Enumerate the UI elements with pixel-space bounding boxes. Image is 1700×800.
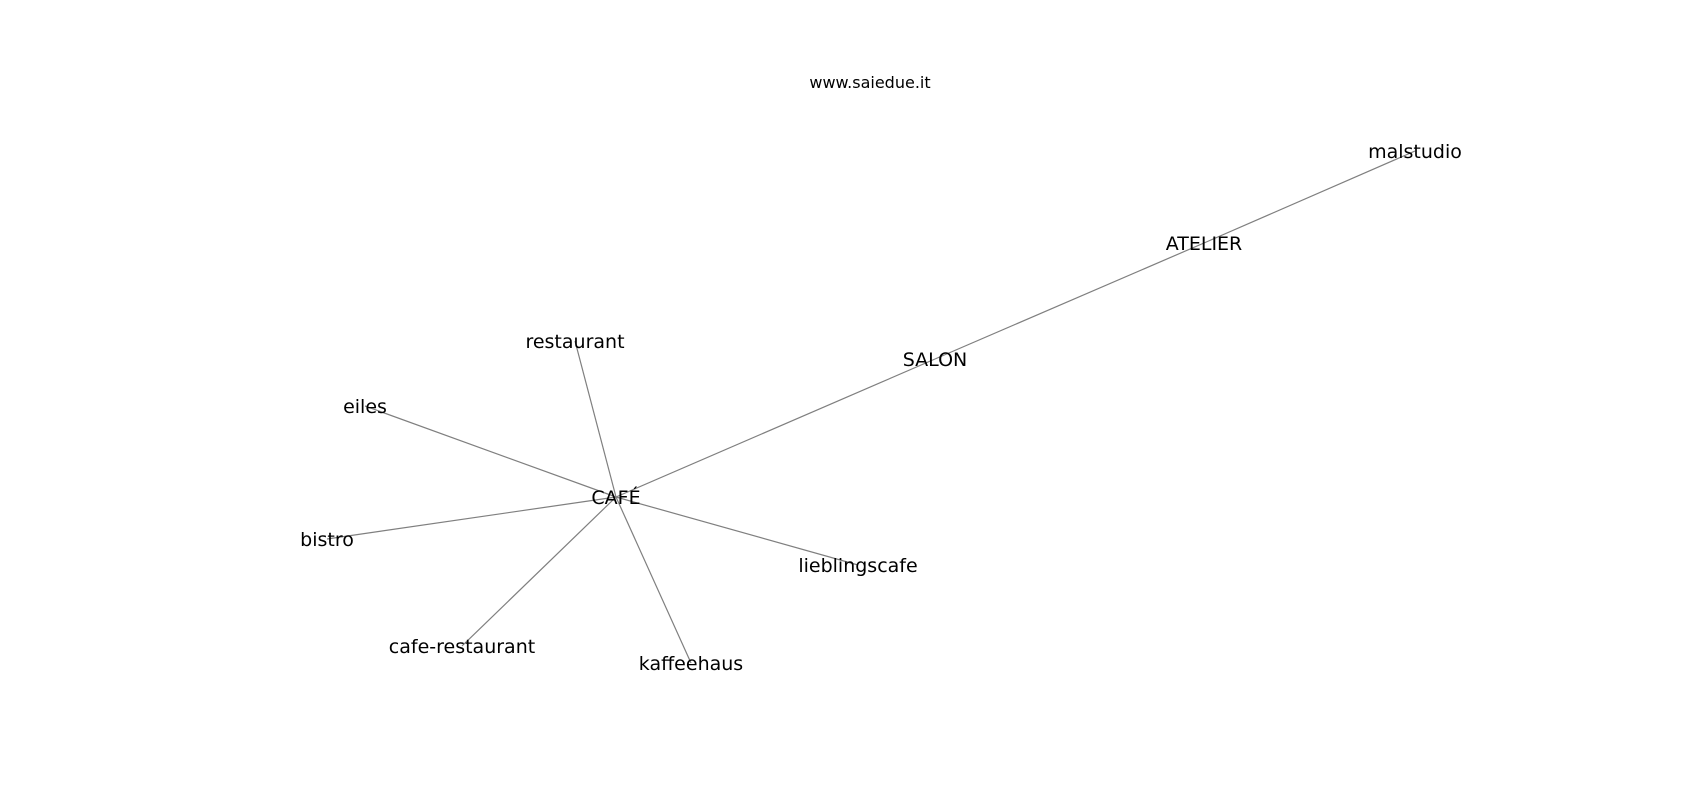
- node-label-eiles: eiles: [343, 396, 387, 418]
- watermark-text: www.saiedue.it: [809, 73, 930, 92]
- node-label-bistro: bistro: [300, 529, 354, 551]
- node-label-malstudio: malstudio: [1368, 141, 1462, 163]
- edge-salon-atelier: [934, 242, 1205, 360]
- edge-cafe-eiles: [364, 405, 617, 498]
- node-label-atelier: ATELIER: [1166, 233, 1243, 255]
- edge-cafe-bistro: [326, 496, 617, 540]
- edge-cafe-salon: [615, 358, 936, 498]
- nodes-layer: CAFÉ SALON ATELIER malstudio restaurant eiles…: [300, 141, 1462, 675]
- node-label-restaurant: restaurant: [525, 331, 624, 353]
- edge-cafe-cafe-restaurant: [461, 496, 617, 647]
- node-label-salon: SALON: [903, 349, 968, 371]
- edges-layer: [326, 150, 1416, 664]
- node-label-cafe-restaurant: cafe-restaurant: [389, 636, 535, 658]
- edge-atelier-malstudio: [1203, 150, 1416, 244]
- edge-cafe-restaurant: [574, 340, 617, 498]
- edge-cafe-kaffeehaus: [615, 496, 692, 664]
- edge-cafe-lieblingscafe: [615, 496, 859, 566]
- node-label-lieblingscafe: lieblingscafe: [798, 555, 917, 577]
- node-label-cafe: CAFÉ: [591, 486, 640, 509]
- node-label-kaffeehaus: kaffeehaus: [639, 653, 743, 675]
